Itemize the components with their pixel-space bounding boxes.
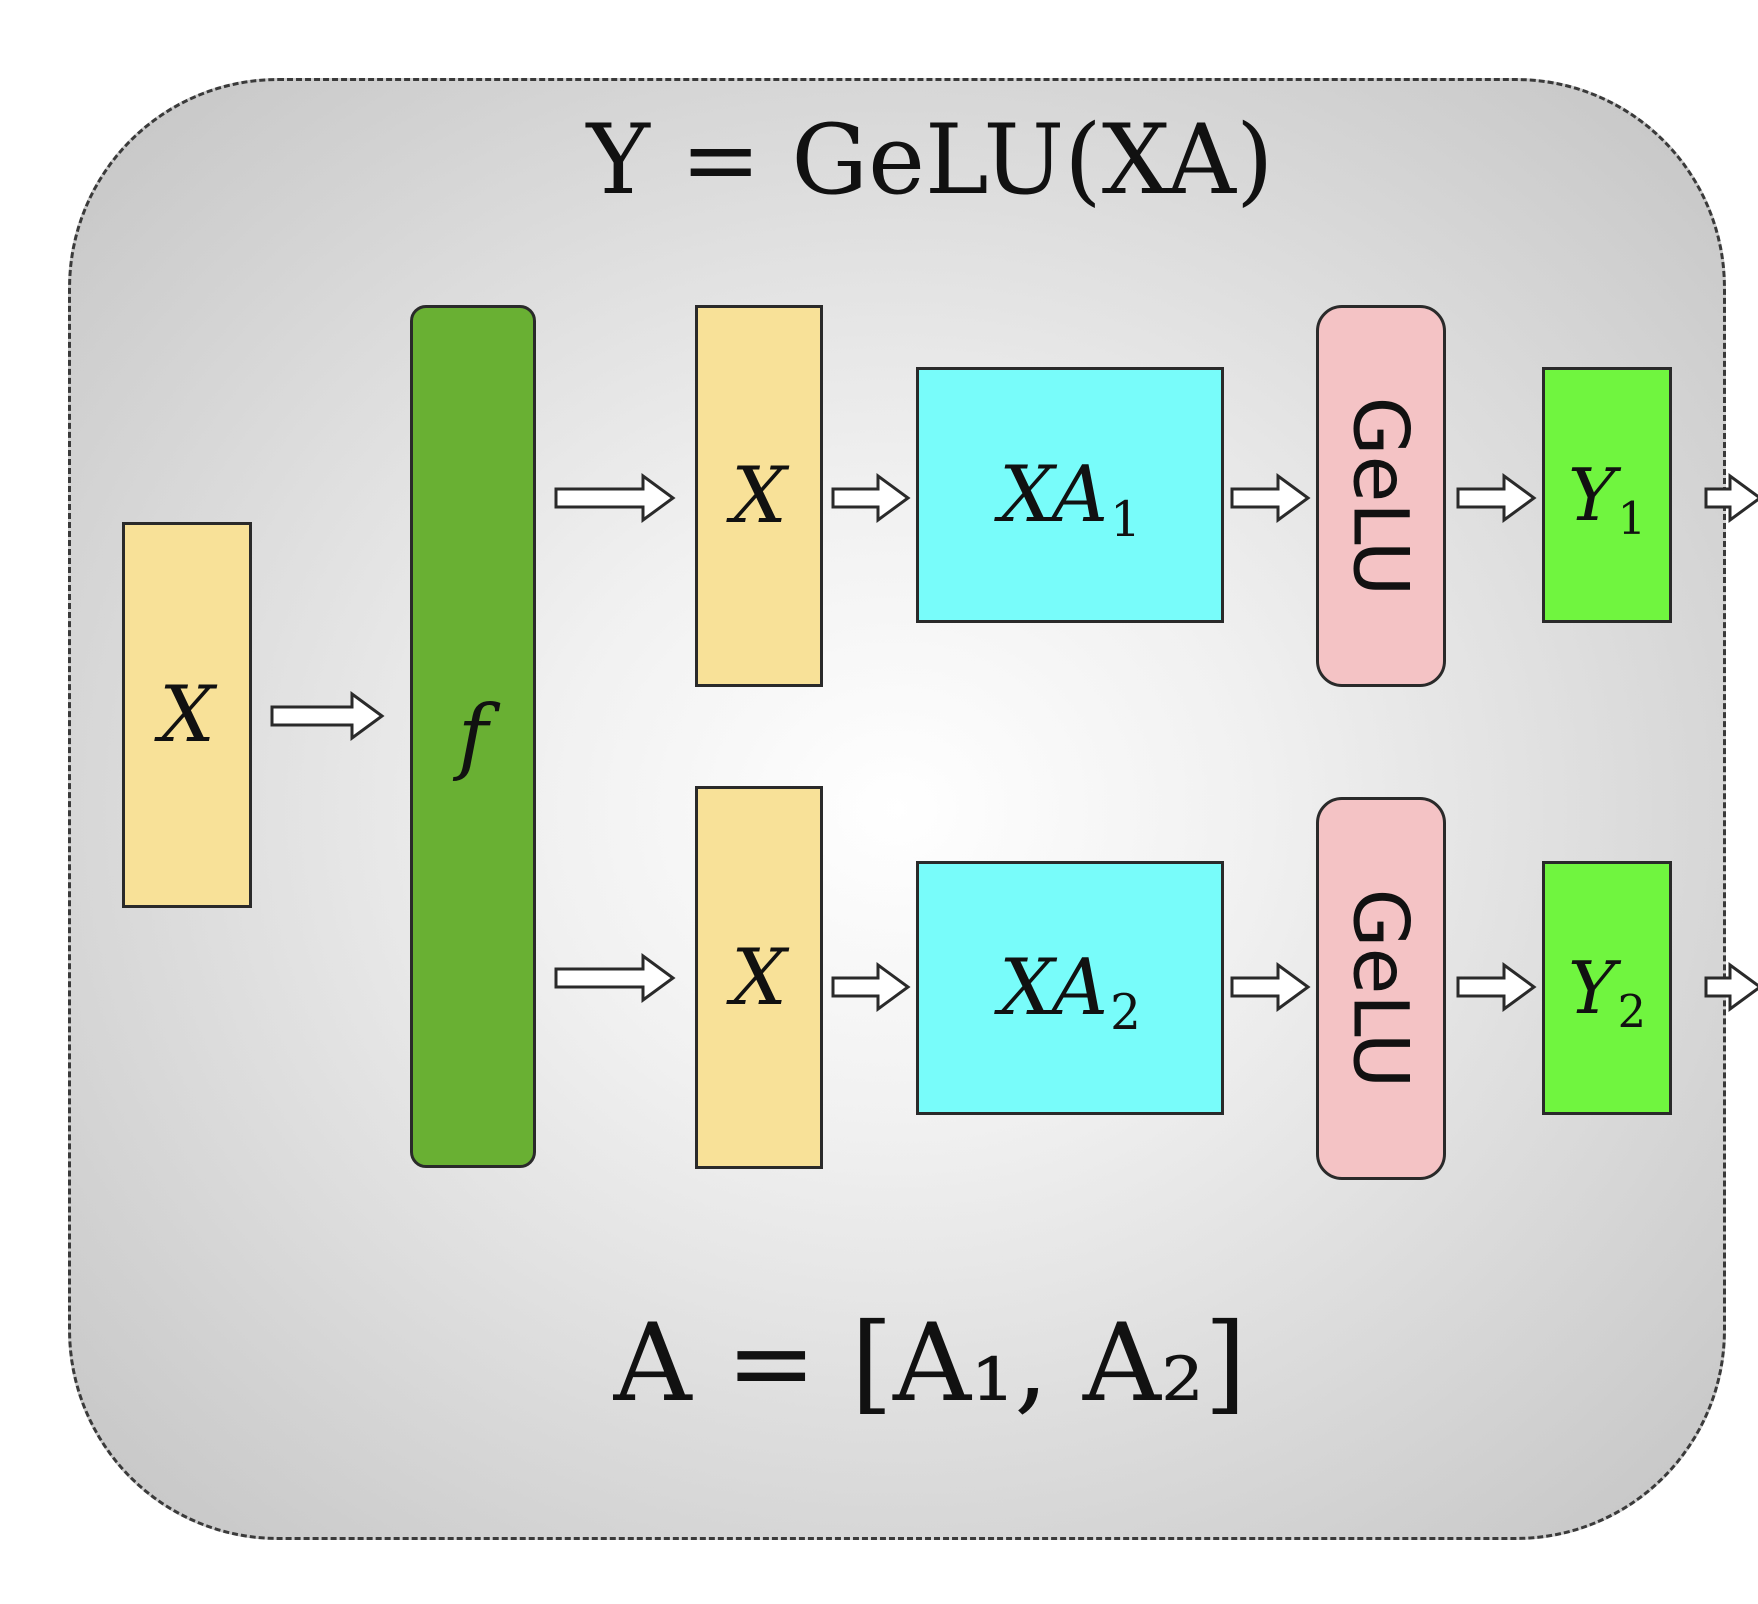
bottom-y-subscript: 2	[1617, 986, 1646, 1039]
arrow-top-xa-to-gelu	[1230, 473, 1311, 523]
f-operator-block: f	[410, 305, 536, 1168]
output-equation: Y = GeLU(XA)	[586, 104, 1274, 216]
top-y-block: Y1	[1542, 367, 1672, 623]
top-xa-label: XA1	[999, 450, 1141, 549]
bottom-y-label: Y2	[1568, 946, 1646, 1039]
arrow-top-x-to-xa	[831, 473, 911, 523]
input-x-block: X	[122, 522, 252, 908]
top-y-subscript: 1	[1617, 493, 1646, 546]
arrow-bottom-gelu-to-y	[1456, 962, 1537, 1012]
bottom-x-label: X	[731, 932, 787, 1023]
top-x-block: X	[695, 305, 823, 687]
arrow-bottom-y-out	[1704, 962, 1758, 1012]
top-gelu-block: GeLU	[1316, 305, 1446, 687]
bottom-y-block: Y2	[1542, 861, 1672, 1115]
arrow-input-to-f	[270, 691, 385, 741]
arrow-f-to-top-x	[554, 473, 676, 523]
input-x-label: X	[159, 670, 215, 760]
arrow-top-gelu-to-y	[1456, 473, 1537, 523]
weight-split-equation: A = [A₁, A₂]	[613, 1301, 1247, 1426]
f-label: f	[457, 689, 489, 784]
bottom-xa-subscript: 2	[1110, 985, 1141, 1042]
top-xa-block: XA1	[916, 367, 1224, 623]
top-x-label: X	[731, 451, 787, 541]
top-y-label: Y1	[1568, 453, 1646, 546]
dashed-container-panel	[68, 78, 1726, 1540]
bottom-x-block: X	[695, 786, 823, 1169]
arrow-f-to-bottom-x	[554, 953, 676, 1003]
arrow-bottom-x-to-xa	[831, 962, 911, 1012]
bottom-gelu-block: GeLU	[1316, 797, 1446, 1180]
bottom-xa-label: XA2	[999, 943, 1141, 1042]
arrow-top-y-out	[1704, 473, 1758, 523]
arrow-bottom-xa-to-gelu	[1230, 962, 1311, 1012]
bottom-xa-block: XA2	[916, 861, 1224, 1115]
top-xa-subscript: 1	[1110, 492, 1141, 549]
